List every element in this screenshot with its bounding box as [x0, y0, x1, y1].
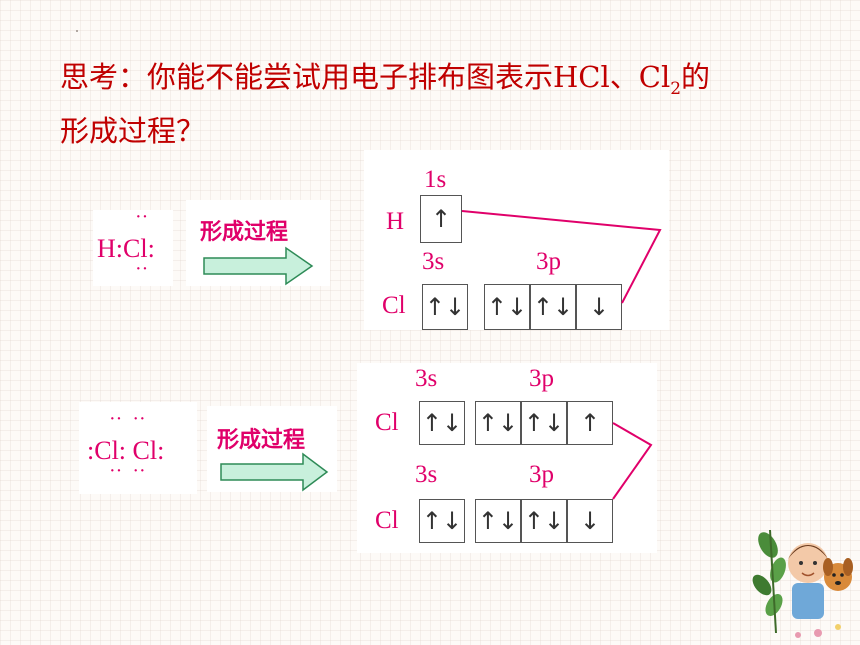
hcl-process-panel: 形成过程	[186, 200, 330, 286]
hcl-label-h: H	[386, 208, 405, 235]
cl2-bot-label-3s: 3s	[415, 461, 438, 488]
hcl-h-1s-box: ↑	[420, 195, 462, 243]
flower-icon	[795, 624, 841, 638]
cl2-lewis-panel: ·· ·· :Cl: Cl: ·· ··	[79, 402, 197, 494]
cl2-top-label-cl: Cl	[375, 409, 399, 436]
leaf-icon	[752, 529, 786, 634]
hcl-cl-3p-arrows-3: ↓	[588, 293, 610, 321]
hcl-cl-3p-arrows-2: ↑↓	[532, 293, 574, 321]
cl2-process-panel: 形成过程	[207, 406, 337, 492]
cl2-bot-3p-arrows-1: ↑↓	[477, 507, 519, 535]
cl2-formula: :Cl: Cl:	[87, 436, 165, 465]
hcl-label-3s: 3s	[422, 248, 445, 275]
cl2-top-3s-arrows: ↑↓	[421, 409, 463, 437]
cl2-top-3p-box-3: ↑	[567, 401, 613, 445]
hcl-process-arrow	[203, 246, 314, 286]
cl2-top-label-3s: 3s	[415, 365, 438, 392]
cl2-bot-label-cl: Cl	[375, 507, 399, 534]
cl2-dots-bottom: ·· ··	[109, 460, 146, 482]
hcl-formula: H:Cl:	[97, 234, 155, 263]
hcl-cl-3p-box-3: ↓	[576, 284, 622, 330]
cl2-top-3p-box-2: ↑↓	[521, 401, 567, 445]
hcl-cl-3s-arrows: ↑↓	[424, 293, 466, 321]
hcl-cl-3p-box-1: ↑↓	[484, 284, 530, 330]
hcl-dots-bottom: ··	[135, 258, 149, 280]
hcl-label-cl: Cl	[382, 292, 406, 319]
cl2-top-3s-box: ↑↓	[419, 401, 465, 445]
cl2-top-3p-arrows-2: ↑↓	[523, 409, 565, 437]
cl2-process-arrow	[220, 452, 329, 492]
cl2-top-3p-arrows-3: ↑	[579, 409, 601, 437]
hcl-bond-line	[461, 210, 662, 304]
child-face-icon	[788, 543, 828, 619]
hcl-orbital-panel: 1s H ↑ 3s 3p Cl ↑↓ ↑↓ ↑↓ ↓	[364, 150, 669, 330]
cl2-bot-3p-box-2: ↑↓	[521, 499, 567, 543]
cl2-top-label-3p: 3p	[529, 365, 554, 392]
cl2-bot-3s-box: ↑↓	[419, 499, 465, 543]
cl2-bot-3p-box-1: ↑↓	[475, 499, 521, 543]
dog-icon	[823, 558, 853, 591]
cl2-orbital-panel: 3s 3p Cl ↑↓ ↑↓ ↑↓ ↑ 3s 3p Cl ↑↓ ↑↓ ↑↓ ↓	[357, 363, 657, 553]
hcl-dots-top: ··	[135, 206, 149, 228]
decorative-illustration	[752, 529, 853, 638]
hcl-lewis-panel: ·· H:Cl: ··	[93, 206, 173, 286]
hcl-cl-3p-arrows-1: ↑↓	[486, 293, 528, 321]
cl2-bot-label-3p: 3p	[529, 461, 554, 488]
title-line-1-text: 思考：你能不能尝试用电子排布图表示HCl、Cl	[60, 60, 671, 94]
cl2-process-label: 形成过程	[217, 428, 306, 453]
cl2-dots-top: ·· ··	[109, 408, 146, 430]
hcl-label-3p: 3p	[536, 248, 561, 275]
hcl-h-1s-arrows: ↑	[430, 205, 452, 233]
hcl-process-label: 形成过程	[200, 220, 289, 245]
cl2-bot-3p-arrows-3: ↓	[579, 507, 601, 535]
page-title: 思考：你能不能尝试用电子排布图表示HCl、Cl2的 形成过程？	[60, 56, 800, 152]
cl2-bot-3s-arrows: ↑↓	[421, 507, 463, 535]
cl2-top-3p-arrows-1: ↑↓	[477, 409, 519, 437]
title-line-1-tail: 的	[681, 60, 711, 94]
hcl-cl-3s-box: ↑↓	[422, 284, 468, 330]
cl2-bond-line	[612, 422, 653, 500]
hcl-label-1s: 1s	[424, 166, 447, 193]
decor-dot	[76, 30, 78, 32]
hcl-cl-3p-box-2: ↑↓	[530, 284, 576, 330]
title-line-1: 思考：你能不能尝试用电子排布图表示HCl、Cl2的	[60, 56, 800, 110]
cl2-bot-3p-box-3: ↓	[567, 499, 613, 543]
title-line-2: 形成过程？	[60, 113, 206, 148]
cl2-top-3p-box-1: ↑↓	[475, 401, 521, 445]
title-subscript: 2	[670, 78, 682, 99]
cl2-bot-3p-arrows-2: ↑↓	[523, 507, 565, 535]
